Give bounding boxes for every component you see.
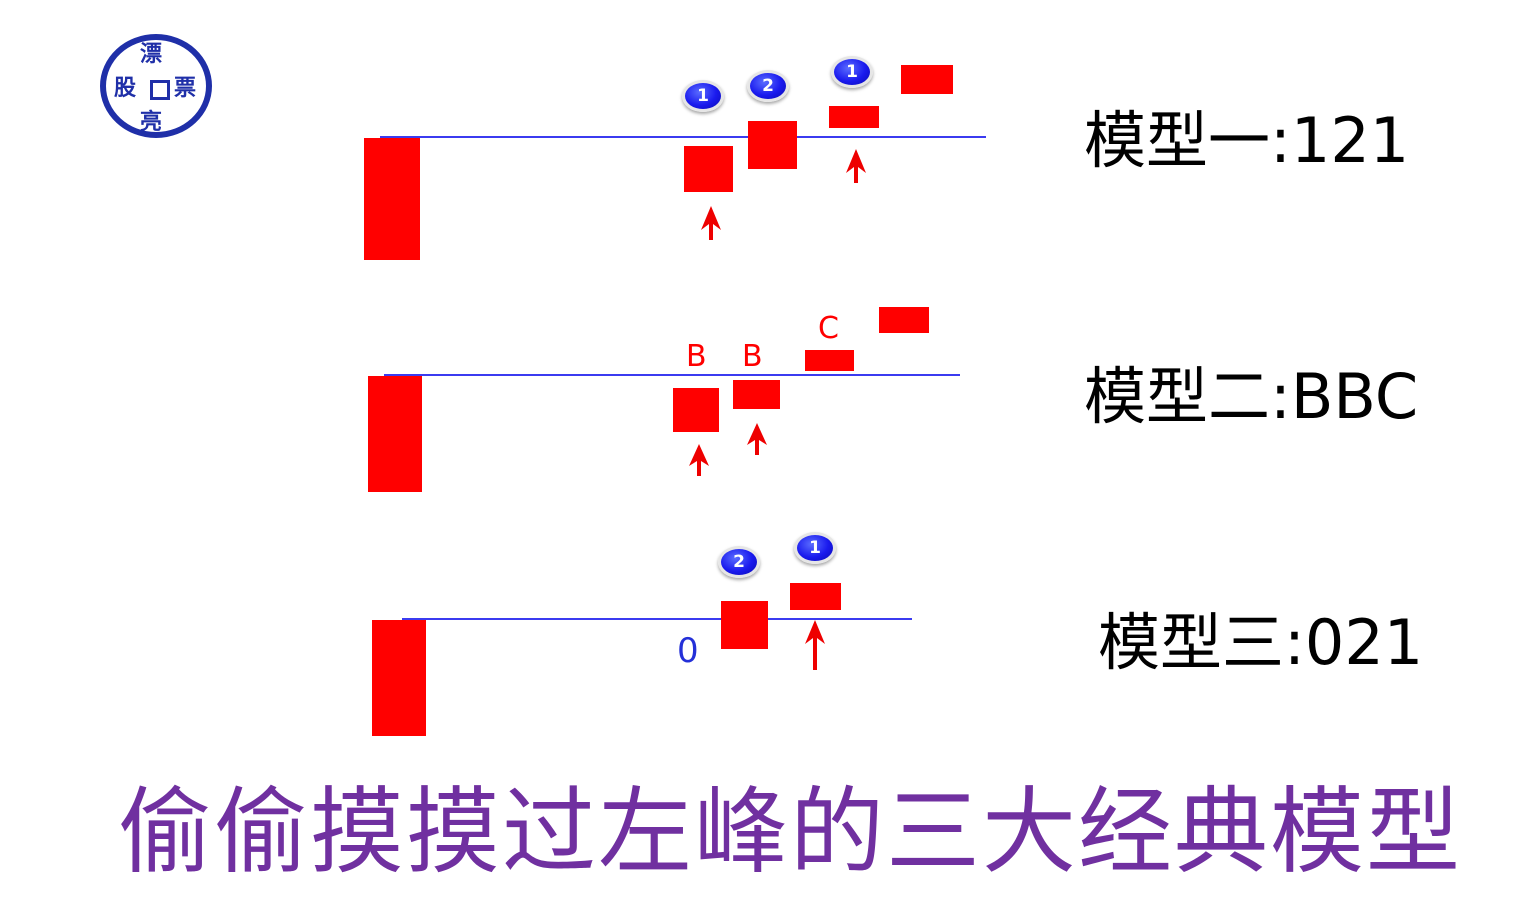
logo-char-right: 票 xyxy=(174,76,197,101)
model-2-arrow-up-icon xyxy=(689,444,709,476)
model-1-badge-b: 2 xyxy=(747,70,789,102)
model-2-letter-c: C xyxy=(818,311,839,346)
model-1-peak-line xyxy=(380,136,986,138)
model-1-big-candle xyxy=(364,138,420,260)
model-3-badge-b: 1 xyxy=(794,532,836,564)
model-2-candle-1 xyxy=(673,388,719,432)
model-2-peak-line xyxy=(384,374,960,376)
model-3-big-candle xyxy=(372,620,426,736)
model-2-arrow-up-icon-2 xyxy=(747,423,767,455)
model-2-letter-b1: B xyxy=(686,339,707,374)
logo-char-bottom: 亮 xyxy=(140,110,163,135)
model-2-letter-b2: B xyxy=(742,339,763,374)
main-title: 偷偷摸摸过左峰的三大经典模型 xyxy=(118,778,1463,887)
model-3-candle-1 xyxy=(721,601,768,649)
model-2-candle-3 xyxy=(805,350,854,371)
model-1-label: 模型一:121 xyxy=(1084,104,1410,177)
model-1-badge-a: 1 xyxy=(682,80,724,112)
logo-box xyxy=(150,80,170,100)
logo-char-left: 股 xyxy=(114,76,137,101)
model-2-candle-2 xyxy=(733,380,780,409)
model-3-zero: 0 xyxy=(677,631,699,671)
model-1-candle-2 xyxy=(748,121,797,169)
model-1-arrow-up-icon-2 xyxy=(846,149,866,183)
model-1-candle-1 xyxy=(684,146,733,192)
model-3-label: 模型三:021 xyxy=(1098,606,1424,679)
model-3-arrow-up-icon xyxy=(805,620,825,670)
model-3-peak-line xyxy=(402,618,912,620)
logo-char-top: 漂 xyxy=(140,42,163,67)
model-1-badge-c: 1 xyxy=(831,56,873,88)
logo-seal: 漂 股 票 亮 xyxy=(100,34,212,138)
model-1-candle-3 xyxy=(829,106,879,128)
model-1-arrow-up-icon xyxy=(701,206,721,240)
model-3-candle-2 xyxy=(790,583,841,610)
model-2-big-candle xyxy=(368,376,422,492)
model-2-candle-4 xyxy=(879,307,929,333)
model-2-label: 模型二:BBC xyxy=(1084,360,1419,433)
model-1-candle-4 xyxy=(901,65,953,94)
model-3-badge-a: 2 xyxy=(718,546,760,578)
